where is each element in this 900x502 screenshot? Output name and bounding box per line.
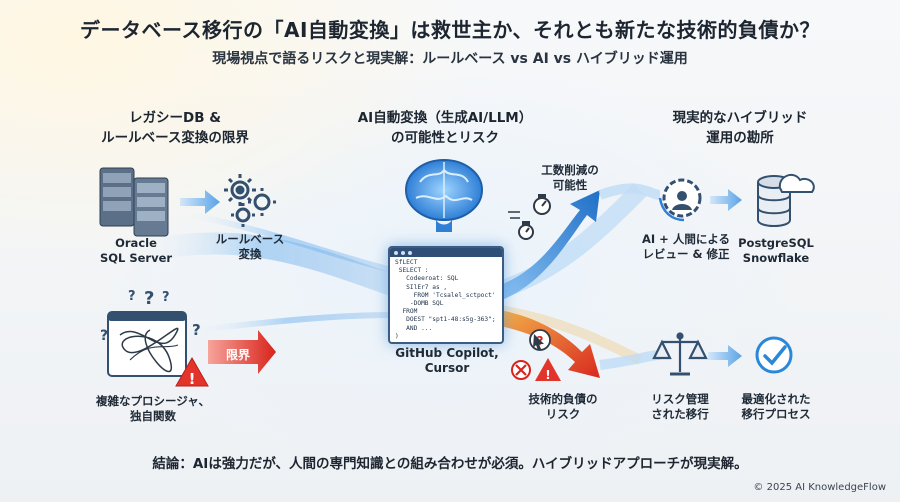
- review-label: AI + 人間による レビュー & 修正: [626, 232, 746, 262]
- arrow-to-optimized: [708, 345, 742, 367]
- complex-procedure-label: 複雑なプロシージャ、 独自関数: [78, 394, 228, 424]
- optimized-label-line-2: 移行プロセス: [741, 407, 811, 421]
- balance-scale-icon: [652, 332, 708, 376]
- arrow-to-rules: [180, 190, 220, 214]
- limit-label: 限界: [226, 348, 251, 362]
- svg-text:?: ?: [144, 288, 154, 309]
- svg-text:?: ?: [100, 328, 108, 344]
- tangled-procedure-icon: [107, 311, 187, 377]
- svg-text:!: !: [189, 370, 196, 388]
- risk-managed-label-line-1: リスク管理: [651, 392, 709, 406]
- target-label-line-2: Snowflake: [742, 251, 810, 265]
- complex-label-line-2: 独自関数: [130, 409, 176, 423]
- window-dot: [394, 250, 398, 255]
- stopwatch-icon: [508, 194, 551, 240]
- tech-debt-label: 技術的負債の リスク: [508, 392, 618, 422]
- sql-code-snippet: SfLECT SELECT : Codeeroat: SQL SIlEr7 as…: [395, 259, 496, 340]
- window-dot: [401, 250, 405, 255]
- review-label-line-2: レビュー & 修正: [642, 247, 730, 261]
- debt-label-line-2: リスク: [545, 407, 581, 421]
- center-heading-line-2: の可能性とリスク: [391, 130, 499, 146]
- effort-reduction-arrow: [500, 190, 600, 300]
- checkmark-icon: [755, 336, 793, 374]
- gear-icon: [224, 174, 276, 227]
- target-label-line-1: PostgreSQL: [738, 236, 814, 250]
- center-heading-line-1: AI自動変換（生成AI/LLM）: [357, 110, 533, 126]
- copyright-text: © 2025 AI KnowledgeFlow: [753, 482, 886, 493]
- ai-tools-label: GitHub Copilot, Cursor: [382, 346, 512, 376]
- page-subtitle: 現場視点で語るリスクと現実解：ルールベース vs AI vs ハイブリッド運用: [212, 51, 688, 67]
- ai-tools-label-line-2: Cursor: [424, 361, 470, 375]
- ai-tools-label-line-1: GitHub Copilot,: [395, 346, 499, 360]
- limit-arrow: [208, 330, 276, 374]
- left-column-heading: レガシーDB & ルールベース変換の限界: [70, 108, 280, 148]
- review-label-line-1: AI + 人間による: [642, 232, 730, 246]
- rule-based-label: ルールベース 変換: [200, 232, 300, 262]
- legacy-db-label-line-1: Oracle: [115, 236, 157, 250]
- cursor-question-icon: ?: [529, 329, 551, 351]
- arrow-to-target: [710, 189, 742, 211]
- svg-text:?: ?: [162, 290, 170, 305]
- review-gear-icon: [658, 178, 702, 222]
- left-heading-line-2: ルールベース変換の限界: [101, 130, 249, 146]
- effort-reduction-label: 工数削減の 可能性: [520, 163, 620, 193]
- conclusion-text: 結論：AIは強力だが、人間の専門知識との組み合わせが必須。ハイブリッドアプローチ…: [152, 456, 748, 472]
- window-dot: [408, 250, 412, 255]
- optimized-label-line-1: 最適化された: [741, 392, 811, 406]
- right-column-heading: 現実的なハイブリッド 運用の勘所: [640, 108, 840, 148]
- error-icon: [511, 360, 531, 380]
- left-heading-line-1: レガシーDB &: [129, 110, 221, 126]
- rule-based-label-line-1: ルールベース: [215, 232, 285, 246]
- optimized-process-label: 最適化された 移行プロセス: [726, 392, 826, 422]
- page-title: データベース移行の「AI自動変換」は救世主か、それとも新たな技術的負債か？: [79, 18, 821, 42]
- rule-based-label-line-2: 変換: [238, 247, 262, 261]
- risk-managed-label: リスク管理 された移行: [630, 392, 730, 422]
- effort-label-line-2: 可能性: [552, 178, 588, 192]
- svg-text:!: !: [545, 368, 550, 382]
- editor-title-bar: [390, 248, 502, 257]
- center-column-heading: AI自動変換（生成AI/LLM） の可能性とリスク: [330, 108, 560, 148]
- warning-small-icon: !: [535, 358, 561, 382]
- question-mark-icon: ? ? ? ? ?: [100, 288, 201, 344]
- right-heading-line-1: 現実的なハイブリッド: [672, 110, 808, 126]
- legacy-db-label-line-2: SQL Server: [99, 251, 173, 265]
- effort-label-line-1: 工数削減の: [541, 163, 599, 177]
- svg-text:?: ?: [128, 289, 136, 304]
- target-db-label: PostgreSQL Snowflake: [730, 236, 822, 266]
- legacy-db-label: Oracle SQL Server: [86, 236, 186, 266]
- legacy-server-icon: [99, 167, 169, 237]
- debt-label-line-1: 技術的負債の: [528, 392, 598, 406]
- svg-text:?: ?: [192, 321, 201, 339]
- right-heading-line-2: 運用の勘所: [706, 130, 774, 146]
- complex-label-line-1: 複雑なプロシージャ、: [96, 394, 210, 408]
- code-editor-window: SfLECT SELECT : Codeeroat: SQL SIlEr7 as…: [388, 246, 504, 344]
- debt-risk-arrow: [500, 310, 600, 378]
- risk-managed-label-line-2: された移行: [651, 407, 709, 421]
- cloud-icon: [778, 173, 815, 193]
- warning-icon: !: [175, 356, 209, 388]
- ai-brain-icon: [405, 159, 483, 232]
